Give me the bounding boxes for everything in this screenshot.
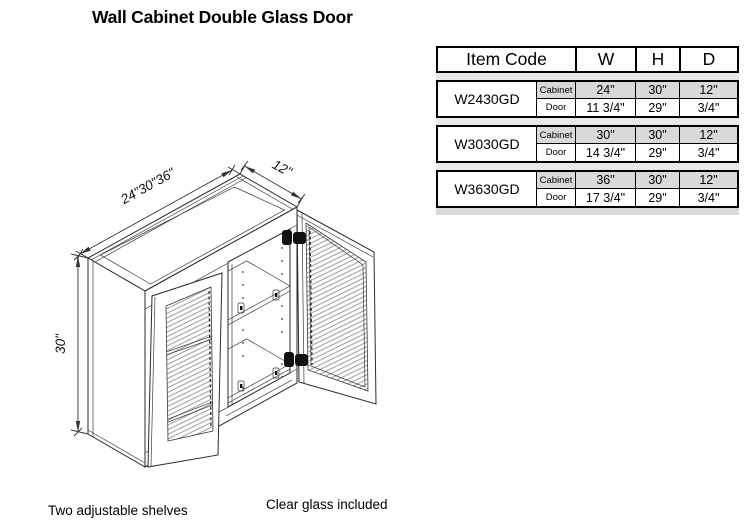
shelf xyxy=(228,260,290,326)
row-label-door: Door xyxy=(537,189,575,206)
header-item-code: Item Code xyxy=(466,49,547,69)
hinge xyxy=(284,352,308,367)
row-label-cabinet: Cabinet xyxy=(537,82,575,99)
shelf-clips xyxy=(237,289,280,392)
door-height: 29" xyxy=(635,99,679,116)
row-label-cabinet: Cabinet xyxy=(537,172,575,189)
row-label-door: Door xyxy=(537,99,575,116)
cabinet-width: 30" xyxy=(575,127,635,144)
spec-table: Item Code W H D W2430GD Cabinet 24" 30" … xyxy=(436,46,739,215)
item-code: W2430GD xyxy=(438,82,537,116)
row-label-cabinet: Cabinet xyxy=(537,127,575,144)
header-width: W xyxy=(575,48,635,71)
table-separator xyxy=(436,118,739,125)
door-height: 29" xyxy=(635,189,679,206)
header-height: H xyxy=(635,48,679,71)
table-bottom-band xyxy=(436,208,739,215)
depth-dimension-label: 12" xyxy=(270,157,296,180)
cabinet-depth: 12" xyxy=(679,172,737,189)
door-depth: 3/4" xyxy=(679,189,737,206)
cabinet-depth: 12" xyxy=(679,127,737,144)
table-row-group-w3630gd: W3630GD Cabinet 36" 30" 12" Door 17 3/4"… xyxy=(436,170,739,208)
cabinet-width: 36" xyxy=(575,172,635,189)
cabinet-depth: 12" xyxy=(679,82,737,99)
door-height: 29" xyxy=(635,144,679,161)
hinge xyxy=(282,230,306,245)
cabinet-interior xyxy=(227,228,291,408)
door-depth: 3/4" xyxy=(679,144,737,161)
spec-table-header: Item Code W H D xyxy=(436,46,739,73)
table-row-group-w3030gd: W3030GD Cabinet 30" 30" 12" Door 14 3/4"… xyxy=(436,125,739,163)
left-glass-door xyxy=(147,272,223,468)
item-code: W3630GD xyxy=(438,172,537,206)
right-glass-door xyxy=(296,209,377,405)
door-width: 11 3/4" xyxy=(575,99,635,116)
height-dimension-label: 30" xyxy=(53,333,68,354)
door-width: 17 3/4" xyxy=(575,189,635,206)
door-depth: 3/4" xyxy=(679,99,737,116)
shelf xyxy=(228,338,290,404)
table-separator xyxy=(436,163,739,170)
door-width: 14 3/4" xyxy=(575,144,635,161)
table-separator xyxy=(436,73,739,80)
caption-adjustable-shelves: Two adjustable shelves xyxy=(48,503,188,518)
header-depth: D xyxy=(679,48,737,71)
cabinet-height: 30" xyxy=(635,172,679,189)
width-dimension-label: 24"30"36" xyxy=(117,165,178,208)
cabinet-width: 24" xyxy=(575,82,635,99)
cabinet-height: 30" xyxy=(635,127,679,144)
item-code: W3030GD xyxy=(438,127,537,161)
cabinet-left-panel xyxy=(87,257,146,468)
table-row-group-w2430gd: W2430GD Cabinet 24" 30" 12" Door 11 3/4"… xyxy=(436,80,739,118)
cabinet-height: 30" xyxy=(635,82,679,99)
height-dimension: 30" xyxy=(53,251,89,437)
shelves-seen-through-glass xyxy=(166,334,213,425)
row-label-door: Door xyxy=(537,144,575,161)
caption-clear-glass: Clear glass included xyxy=(266,497,388,512)
page-title: Wall Cabinet Double Glass Door xyxy=(92,7,353,27)
